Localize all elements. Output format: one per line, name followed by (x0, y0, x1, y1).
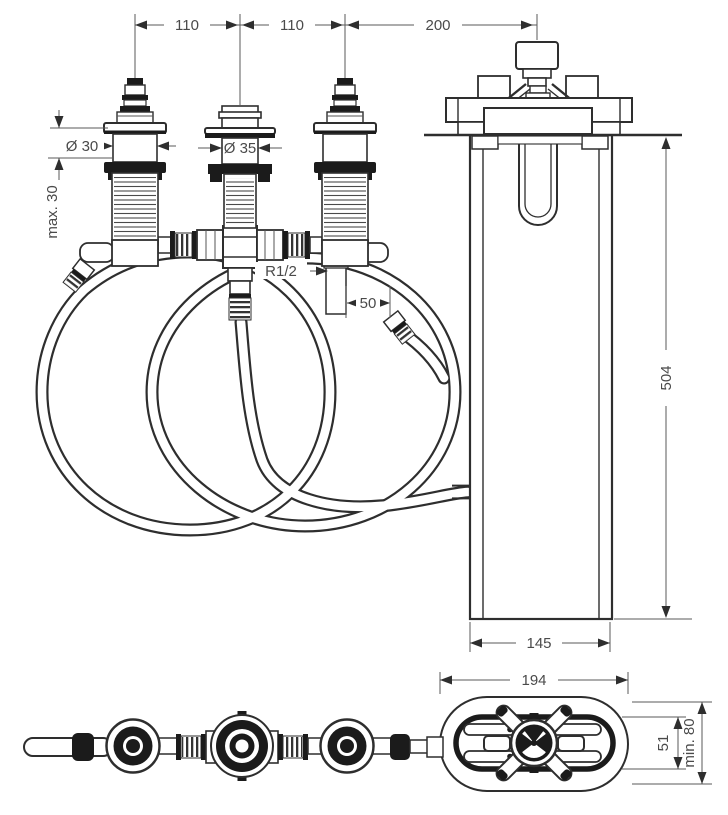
left-valve-pillar (103, 77, 167, 267)
plan-center-unit (210, 711, 274, 781)
plan-view (23, 696, 629, 792)
column-inner-tube (518, 136, 558, 226)
dim-dia30: Ø 30 (66, 138, 99, 155)
cross-handle (483, 701, 585, 785)
dim-194: 194 (521, 672, 546, 689)
dim-145: 145 (526, 635, 551, 652)
flexible-hoses (35, 245, 475, 537)
side-view-column (424, 41, 682, 621)
dim-50: 50 (360, 295, 377, 312)
dimensions: 110 110 200 Ø 30 Ø 35 max. 30 R1/2 (44, 14, 712, 785)
escutcheon-plate (426, 696, 629, 792)
plan-rosette-left (105, 718, 161, 774)
dim-110-right: 110 (280, 17, 304, 34)
r12-connection-pipe (325, 261, 347, 315)
front-view (61, 77, 417, 346)
plan-pipe-left (23, 737, 113, 757)
plan-rosette-right (319, 718, 375, 774)
dim-504: 504 (658, 365, 675, 390)
left-elbow (79, 242, 115, 263)
dim-dia35: Ø 35 (224, 140, 257, 157)
dim-min80: min. 80 (681, 718, 698, 767)
right-valve-pillar (313, 77, 377, 267)
spout-shank-pillar (204, 105, 276, 229)
dim-r12: R1/2 (265, 263, 297, 280)
dim-200: 200 (425, 17, 450, 34)
column-top-handle (445, 41, 633, 136)
dim-51: 51 (655, 735, 672, 752)
dim-110-left: 110 (175, 17, 199, 34)
dim-max30: max. 30 (44, 185, 61, 238)
